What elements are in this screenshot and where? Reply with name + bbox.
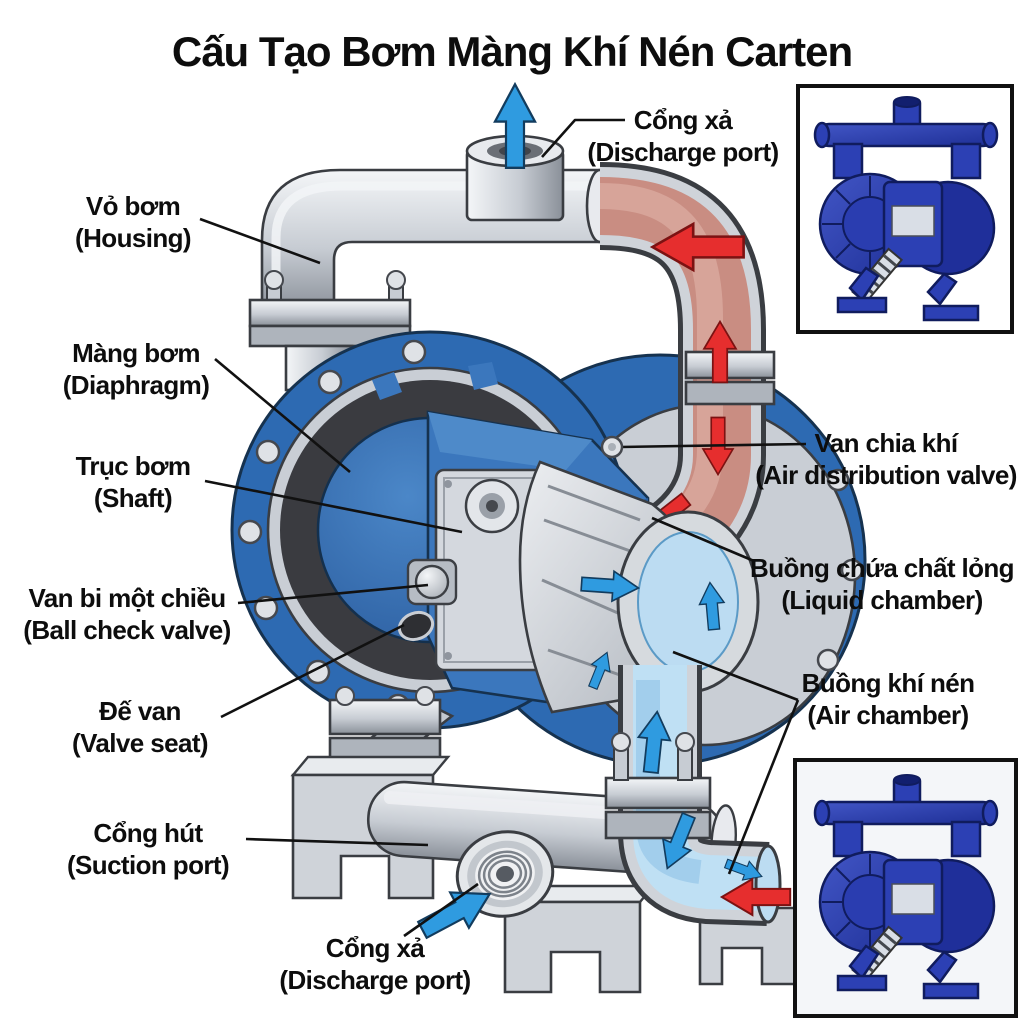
label-liquid-chamber: Buồng chứa chất lỏng (Liquid chamber): [750, 553, 1015, 615]
label-discharge-port-top: Cổng xả (Discharge port): [587, 105, 779, 167]
air-distribution-valve-bolt: [600, 435, 624, 459]
leader-lines: [199, 118, 807, 938]
inset-photo-bottom: [793, 758, 1018, 1018]
label-diaphragm: Màng bơm (Diaphragm): [62, 338, 210, 400]
label-housing: Vỏ bơm (Housing): [75, 191, 192, 253]
valve-seat: [397, 610, 435, 642]
label-valve-seat: Đế van (Valve seat): [72, 696, 208, 758]
label-shaft: Trục bơm (Shaft): [75, 451, 191, 513]
threaded-port: [455, 830, 555, 918]
label-discharge-port-bottom: Cổng xả (Discharge port): [279, 933, 471, 995]
inset-photo-top: [796, 84, 1014, 334]
shaft-boss: [464, 478, 520, 534]
ball-check-valve: [406, 558, 458, 606]
label-air-distribution-valve: Van chia khí (Air distribution valve): [755, 428, 1017, 490]
liquid-elbow-cutaway: [604, 665, 782, 926]
label-suction-port: Cổng hút (Suction port): [66, 818, 230, 880]
label-ball-check-valve: Van bi một chiều (Ball check valve): [23, 583, 231, 645]
label-air-chamber: Buồng khí nén (Air chamber): [801, 668, 975, 730]
page-title: Cấu Tạo Bơm Màng Khí Nén Carten: [171, 28, 853, 75]
